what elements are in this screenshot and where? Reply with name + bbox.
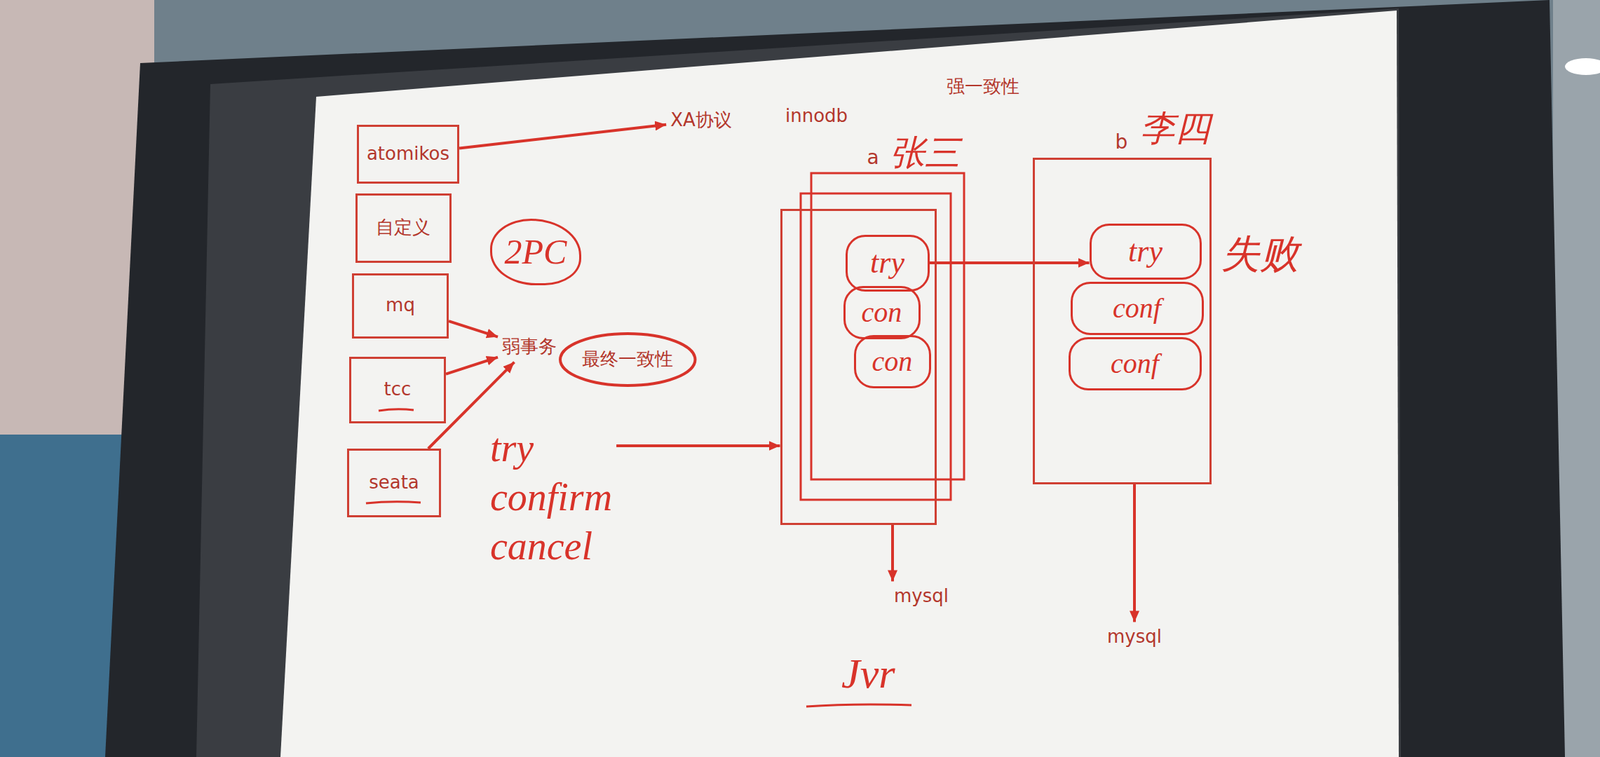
connector-arrow xyxy=(1133,484,1136,622)
handwritten-text: try xyxy=(870,244,905,282)
node-content: con xyxy=(872,344,913,379)
stacked-frame xyxy=(800,193,951,500)
system-box: mq xyxy=(351,273,449,339)
hand-underline xyxy=(365,502,421,504)
node-content: XA协议 xyxy=(670,109,732,132)
node-label: mq xyxy=(385,294,416,317)
engine-label: innodb xyxy=(785,105,848,127)
system-box: 自定义 xyxy=(355,193,452,263)
phase-bubble: try xyxy=(1089,223,1202,281)
node-content: con xyxy=(861,295,903,330)
node-label: 弱事务 xyxy=(502,335,557,358)
protocol-text: XA协议 xyxy=(666,105,737,136)
category-text: 弱事务 xyxy=(497,331,561,362)
circled-note: 2PC xyxy=(490,218,582,286)
handwritten-text: conf xyxy=(1112,291,1162,326)
ellipse-shape xyxy=(560,333,696,386)
node-label: XA协议 xyxy=(670,109,732,132)
node-content: 2PC xyxy=(504,230,568,273)
service-label: a xyxy=(867,145,880,170)
node-content: mq xyxy=(385,294,416,317)
node-label: mysql xyxy=(1107,626,1162,648)
node-content: conf xyxy=(1110,347,1159,381)
handwritten-text: con xyxy=(872,344,913,379)
handwritten-text: 2PC xyxy=(504,230,568,273)
node-content: 自定义 xyxy=(375,216,431,239)
service-label: b xyxy=(1115,130,1129,155)
ceiling-light xyxy=(1564,58,1600,76)
node-content: 弱事务 xyxy=(502,335,557,358)
connector-arrow xyxy=(929,261,1090,265)
node-content: mysql xyxy=(1107,626,1162,648)
whiteboard xyxy=(280,10,1399,757)
system-box: tcc xyxy=(349,356,446,424)
phase-bubble: try xyxy=(845,234,930,292)
phase-bubble: conf xyxy=(1068,337,1202,391)
handwritten-text: try confirm cancel xyxy=(490,423,613,571)
failure-note: 失败 xyxy=(1221,231,1299,278)
phase-bubble: conf xyxy=(1070,281,1204,336)
database-text: mysql xyxy=(1102,621,1166,653)
handwritten-text: try xyxy=(1128,233,1163,271)
node-label: 最终一致性 xyxy=(581,348,674,371)
connector-arrow xyxy=(445,357,498,375)
connector-arrow xyxy=(448,321,498,337)
consistency-ellipse: 最终一致性 xyxy=(558,331,698,388)
node-content: tcc xyxy=(384,378,412,401)
node-label: 自定义 xyxy=(375,216,431,239)
node-label: tcc xyxy=(384,378,412,401)
node-content: 最终一致性 xyxy=(581,348,674,371)
handwritten-text: con xyxy=(861,295,903,330)
connector-arrow xyxy=(459,124,667,149)
database-text: mysql xyxy=(889,581,953,612)
node-content: seata xyxy=(368,471,420,494)
node-label: mysql xyxy=(893,585,949,608)
connector-arrow xyxy=(891,525,894,582)
screen-chrome xyxy=(196,8,1401,757)
node-content: conf xyxy=(1112,291,1162,326)
service-box: a张三tryconcon xyxy=(780,208,937,526)
consistency-label: 强一致性 xyxy=(946,75,1020,98)
service-box: b李四tryconfconf xyxy=(1032,157,1212,485)
node-content: atomikos xyxy=(366,143,450,165)
node-label: atomikos xyxy=(366,143,450,165)
node-content: try xyxy=(1128,233,1163,271)
node-content: mysql xyxy=(893,585,949,608)
hand-underline xyxy=(806,704,912,707)
monitor-bezel xyxy=(105,0,1565,757)
system-box: seata xyxy=(347,448,442,518)
phase-bubble: con xyxy=(843,286,921,340)
stacked-frame xyxy=(811,173,965,480)
hand-note: Jvr xyxy=(841,648,896,700)
connector-arrow xyxy=(616,444,780,448)
node-label: seata xyxy=(368,471,420,494)
handwritten-name: 张三 xyxy=(889,131,960,174)
node-content: try xyxy=(870,244,905,282)
phase-list: try confirm cancel xyxy=(485,419,617,575)
handwritten-name: 李四 xyxy=(1140,107,1211,150)
system-box: atomikos xyxy=(356,124,460,184)
hand-underline xyxy=(378,409,414,411)
handwritten-text: conf xyxy=(1110,347,1159,381)
node-content: try confirm cancel xyxy=(490,423,613,571)
phase-bubble: con xyxy=(853,335,932,389)
